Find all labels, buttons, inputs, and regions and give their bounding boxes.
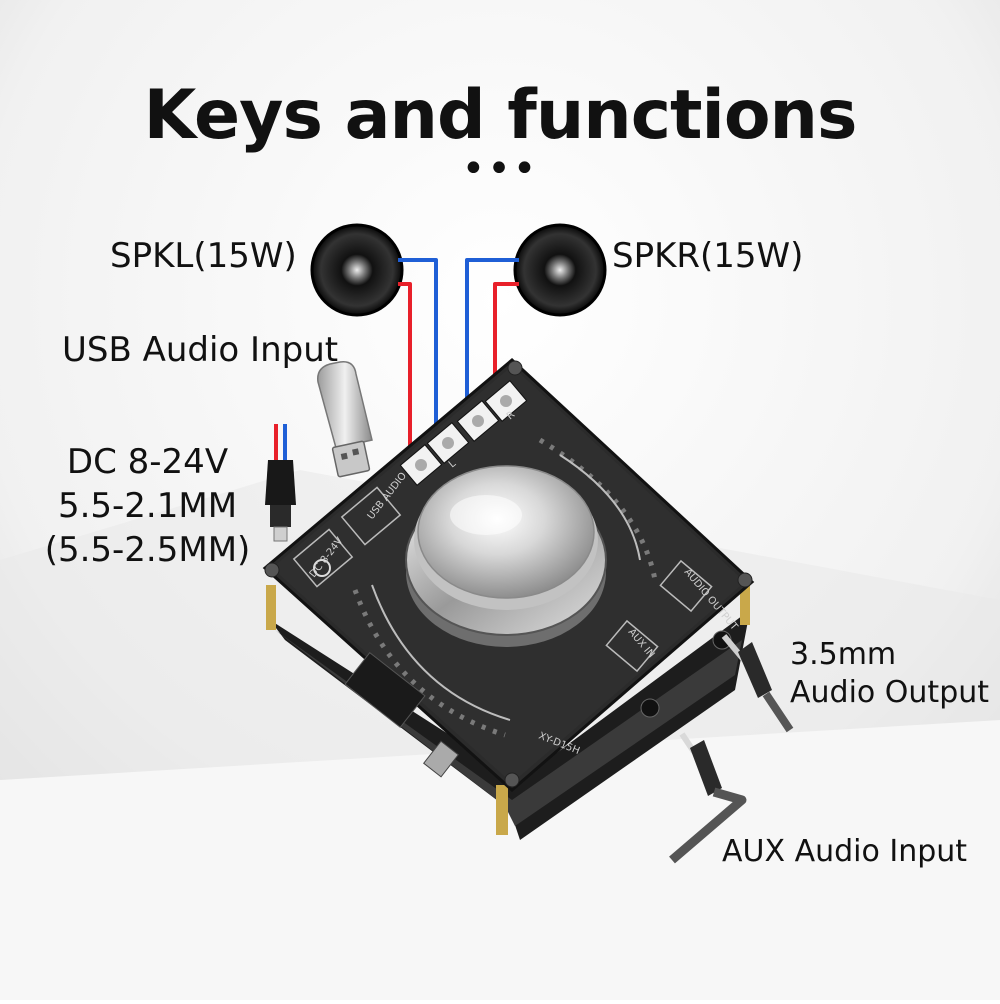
label-dc-input: DC 8-24V 5.5-2.1MM (5.5-2.5MM) [30,440,265,572]
silk-speaker-l: L [447,458,459,470]
label-dc-line-2: 5.5-2.1MM [57,486,238,526]
label-aux-input: AUX Audio Input [722,834,968,869]
dc-plug-icon [265,424,296,542]
label-audio-output-line-1: 3.5mm [790,637,897,672]
label-audio-output: 3.5mm Audio Output [790,636,989,712]
label-dc-line-3: (5.5-2.5MM) [44,530,251,570]
volume-knob [405,465,607,647]
speaker-left-icon [310,223,404,317]
aux-input-cable-icon [669,732,747,864]
background-floor [0,720,1000,1000]
label-spkr: SPKR(15W) [612,236,804,276]
label-spkl: SPKL(15W) [110,236,297,276]
page-title: Keys and functions [143,76,858,155]
title-dots: ••• [461,146,539,192]
speaker-right-icon [513,223,607,317]
usb-stick-icon [317,361,373,478]
label-usb-input: USB Audio Input [62,330,339,370]
audio-output-cable-icon [721,634,794,733]
speaker-wires [398,258,519,466]
label-audio-output-line-2: Audio Output [790,675,990,710]
label-dc-line-1: DC 8-24V [66,442,229,482]
